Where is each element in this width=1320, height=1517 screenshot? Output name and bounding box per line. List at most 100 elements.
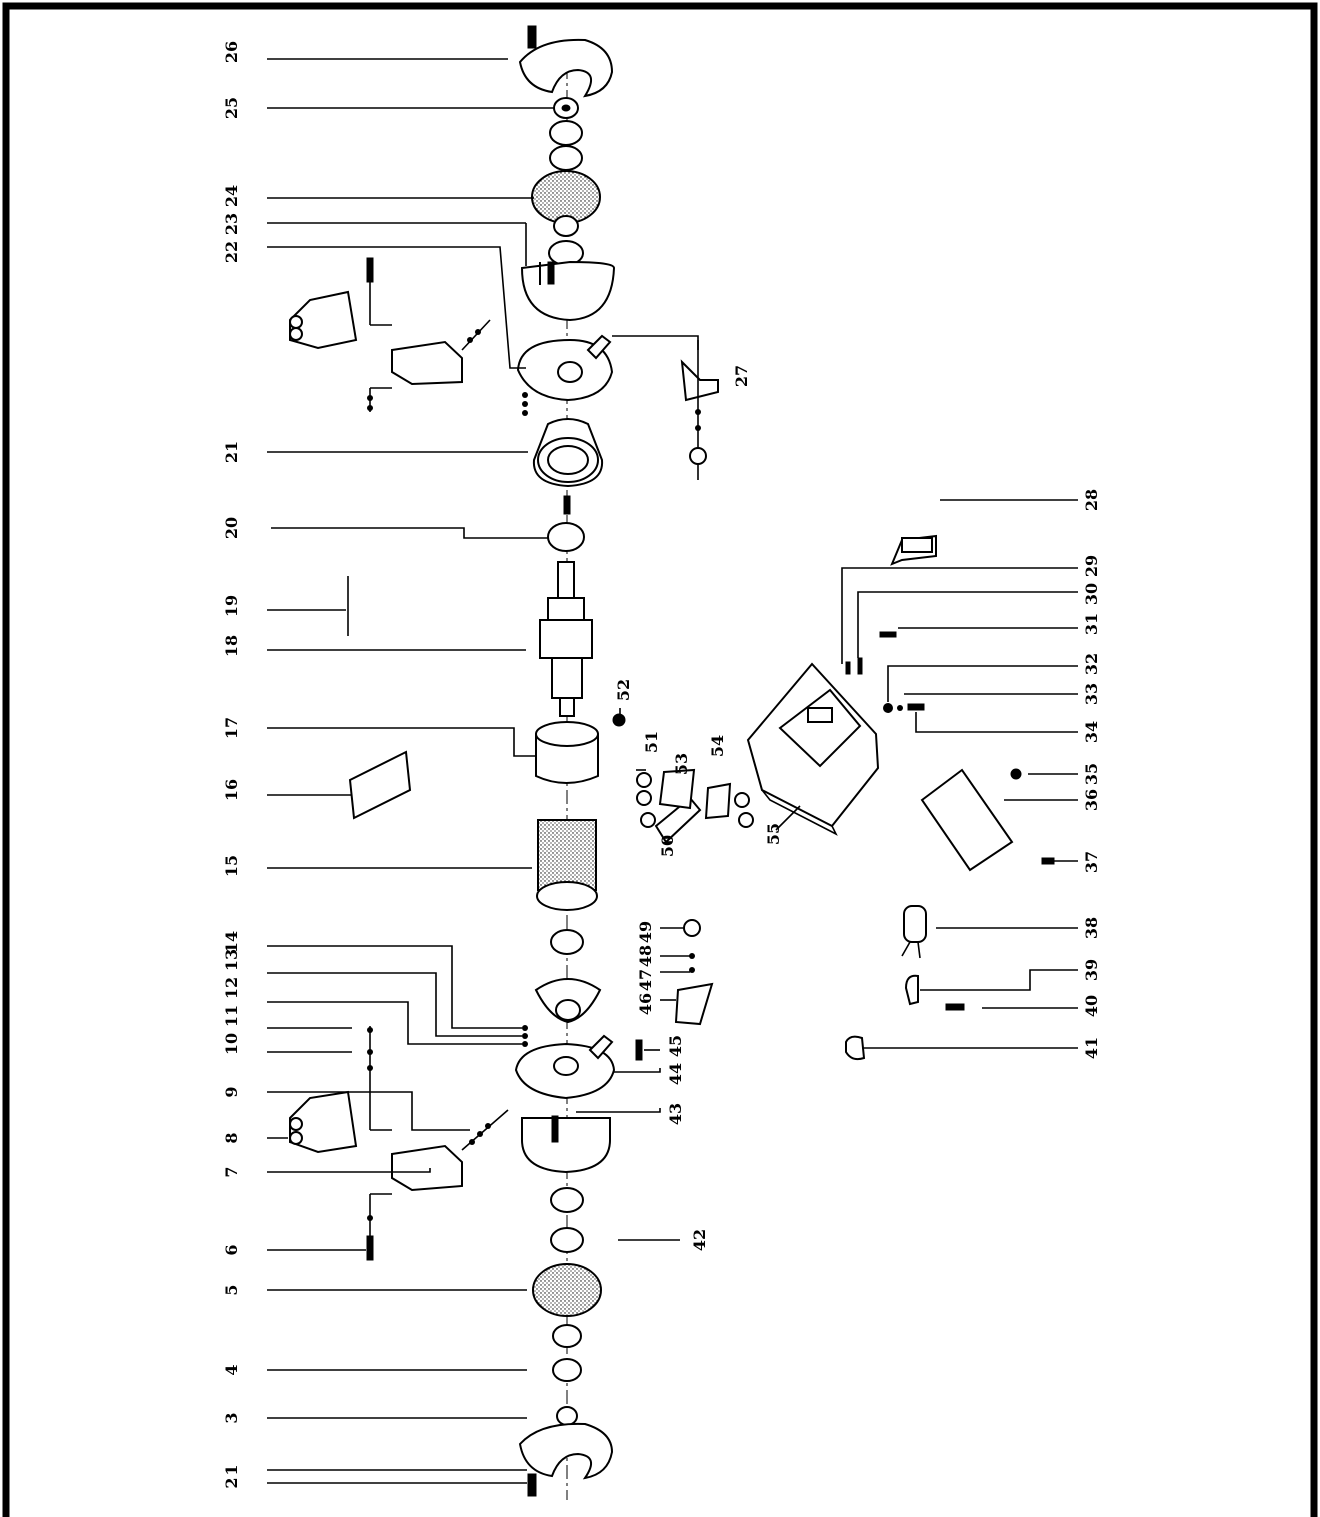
part-label-32: 32 — [1082, 652, 1101, 676]
bottom-bolt-icon — [527, 1473, 537, 1497]
rest-screw-upper — [461, 319, 491, 351]
part-label-44: 44 — [666, 1062, 685, 1086]
part-label-43: 43 — [666, 1102, 685, 1126]
washer-23 — [553, 215, 579, 237]
bracket-27-knob — [689, 447, 707, 465]
bottom-plate-36 — [920, 768, 1014, 872]
screw-31 — [879, 631, 897, 638]
part-label-42: 42 — [690, 1228, 709, 1252]
part-label-21: 21 — [222, 440, 241, 464]
base-switch-slot — [807, 707, 833, 723]
bolt-22 — [547, 261, 555, 285]
part-label-31: 31 — [1082, 612, 1101, 636]
screw-dot — [367, 1027, 373, 1033]
part-label-20: 20 — [222, 516, 241, 540]
part-label-10: 10 — [222, 1032, 241, 1056]
wheel-guard-cover-top — [518, 38, 614, 98]
part-label-51: 51 — [642, 730, 661, 754]
screw-dot — [467, 337, 473, 343]
part-label-23: 23 — [222, 212, 241, 236]
part-label-28: 28 — [1082, 488, 1101, 512]
clip-51b — [636, 790, 652, 806]
spark-deflector-lower — [588, 1034, 614, 1060]
washer-48 — [689, 953, 695, 959]
flange-lower-inner — [550, 1187, 584, 1213]
switch-plate-53 — [658, 768, 696, 810]
screw-dot — [475, 329, 481, 335]
shield-knob — [289, 1131, 303, 1145]
screw-dot — [485, 1123, 491, 1129]
screw-dot — [695, 409, 701, 415]
part-label-1: 1 — [222, 1464, 241, 1476]
screw-dots-upper — [522, 392, 528, 398]
part-label-48: 48 — [636, 944, 655, 968]
part-label-12: 12 — [222, 976, 241, 1000]
part-label-52: 52 — [614, 678, 633, 702]
part-label-53: 53 — [672, 752, 691, 776]
screw-dot — [522, 1041, 528, 1047]
bolt-icon — [366, 257, 374, 283]
part-label-8: 8 — [222, 1132, 241, 1144]
part-label-47: 47 — [636, 968, 655, 992]
switch-plate-54 — [704, 782, 732, 820]
shield-knob — [289, 1117, 303, 1131]
clip-51c — [640, 812, 656, 828]
rotor-shaft-low — [551, 657, 583, 699]
part-label-15: 15 — [222, 854, 241, 878]
part-label-25: 25 — [222, 96, 241, 120]
part-label-3: 3 — [222, 1412, 241, 1424]
pin-30 — [857, 657, 863, 675]
part-label-33: 33 — [1082, 682, 1101, 706]
bolt-45 — [635, 1039, 643, 1061]
tool-rest-bracket-lower — [391, 1144, 463, 1192]
part-label-17: 17 — [222, 716, 241, 740]
knob-52 — [612, 713, 626, 727]
washer-47 — [689, 967, 695, 973]
switch-28-face — [901, 537, 933, 553]
part-label-4: 4 — [222, 1364, 241, 1376]
top-bolt-icon — [527, 25, 537, 49]
clip-39 — [904, 974, 919, 1006]
part-label-46: 46 — [636, 992, 655, 1016]
label-plate-16 — [348, 750, 412, 820]
end-bell-hub — [555, 999, 581, 1021]
eye-shield-lower — [289, 1090, 358, 1154]
part-label-22: 22 — [222, 240, 241, 264]
part-label-39: 39 — [1082, 958, 1101, 982]
part-label-26: 26 — [222, 40, 241, 64]
screw-40 — [945, 1003, 965, 1011]
clip-54b — [738, 812, 754, 828]
part-label-49: 49 — [636, 920, 655, 944]
screw-dot — [367, 1215, 373, 1221]
hub-upper — [557, 361, 583, 383]
shield-knob — [289, 327, 303, 341]
part-label-45: 45 — [666, 1034, 685, 1058]
bearing-20 — [547, 522, 585, 552]
base-edge — [761, 789, 838, 836]
part-label-11: 11 — [222, 1004, 241, 1028]
rotor-core-18 — [539, 619, 593, 659]
part-label-29: 29 — [1082, 554, 1101, 578]
leader-lines-right — [576, 335, 1078, 1241]
part-label-40: 40 — [1082, 994, 1101, 1018]
part-label-37: 37 — [1082, 850, 1101, 874]
screw-dot — [367, 395, 373, 401]
screw-dot — [469, 1139, 475, 1145]
bolt-43 — [551, 1115, 559, 1143]
key-20 — [563, 495, 571, 515]
washer-33 — [897, 705, 903, 711]
hub-lower — [553, 1056, 579, 1076]
capacitor-38 — [903, 905, 927, 943]
nut-25-hole — [561, 104, 571, 112]
clip-54 — [734, 792, 750, 808]
bracket-46 — [674, 982, 714, 1026]
part-label-2: 2 — [222, 1477, 241, 1489]
base-top-panel — [778, 688, 862, 768]
part-label-6: 6 — [222, 1244, 241, 1256]
part-label-50: 50 — [658, 834, 677, 858]
part-label-27: 27 — [732, 364, 751, 388]
grinding-wheel-5 — [532, 1263, 602, 1317]
part-label-18: 18 — [222, 634, 241, 658]
stator-15 — [537, 819, 597, 891]
